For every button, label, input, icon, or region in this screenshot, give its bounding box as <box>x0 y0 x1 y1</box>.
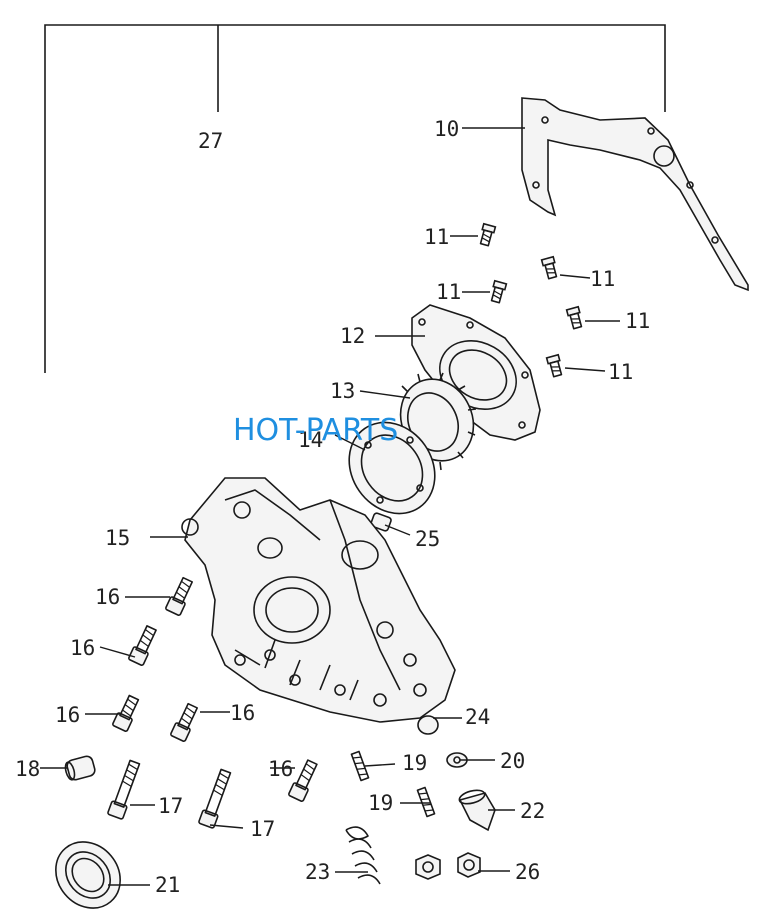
callout-21: 21 <box>155 873 180 897</box>
callout-23: 23 <box>305 860 330 884</box>
part-16-bolt <box>128 625 157 666</box>
part-11-screw <box>490 279 508 304</box>
assembly-bracket-27 <box>44 24 666 373</box>
part-16-bolt <box>170 702 199 742</box>
callout-27: 27 <box>198 129 223 153</box>
part-16-bolt <box>112 694 140 732</box>
part-14-rotor <box>348 421 436 515</box>
callout-19: 19 <box>402 751 427 775</box>
leader-lines <box>40 127 620 886</box>
callout-24: 24 <box>465 705 490 729</box>
callout-18: 18 <box>15 757 40 781</box>
callout-16: 16 <box>95 585 120 609</box>
callout-11: 11 <box>608 360 633 384</box>
part-11-screw <box>545 353 563 378</box>
part-26-nut <box>415 854 441 880</box>
part-18-bushing <box>64 755 96 781</box>
part-16-bolt <box>288 759 318 802</box>
crankcase-cover-body <box>181 477 456 723</box>
part-22-cup <box>458 789 496 832</box>
part-17-long-bolt <box>107 759 141 820</box>
callout-19: 19 <box>368 791 393 815</box>
callout-labels: 27 10 11 11 11 11 11 12 13 14 15 25 16 1… <box>15 117 650 897</box>
callout-17: 17 <box>250 817 275 841</box>
callout-16: 16 <box>268 757 293 781</box>
callout-11: 11 <box>590 267 615 291</box>
callout-15: 15 <box>105 526 130 550</box>
callout-13: 13 <box>330 379 355 403</box>
part-10-gasket <box>521 97 749 292</box>
callout-16: 16 <box>230 701 255 725</box>
part-19-stud <box>416 786 436 818</box>
callout-26: 26 <box>515 860 540 884</box>
callout-12: 12 <box>340 324 365 348</box>
callout-17: 17 <box>158 794 183 818</box>
callout-14: 14 <box>298 428 323 452</box>
callout-11: 11 <box>625 309 650 333</box>
part-11-screw <box>479 222 497 247</box>
part-24-plug <box>417 715 439 735</box>
callout-11: 11 <box>436 280 461 304</box>
callout-25: 25 <box>415 527 440 551</box>
watermark-text: HOT-PARTS <box>233 413 398 448</box>
part-16-bolt <box>165 576 194 616</box>
callout-16: 16 <box>70 636 95 660</box>
callout-20: 20 <box>500 749 525 773</box>
part-21-oil-seal <box>55 841 121 909</box>
part-11-screw <box>565 305 583 330</box>
callout-10: 10 <box>434 117 459 141</box>
callout-16: 16 <box>55 703 80 727</box>
part-25-sleeve <box>370 512 392 532</box>
callout-11: 11 <box>424 225 449 249</box>
part-17-long-bolt <box>198 768 232 829</box>
part-19-stud <box>350 750 370 782</box>
part-26-nut <box>457 852 481 878</box>
part-23-spring <box>345 826 381 885</box>
part-11-screw <box>540 255 558 280</box>
part-12-cover-plate <box>411 304 541 441</box>
callout-22: 22 <box>520 799 545 823</box>
